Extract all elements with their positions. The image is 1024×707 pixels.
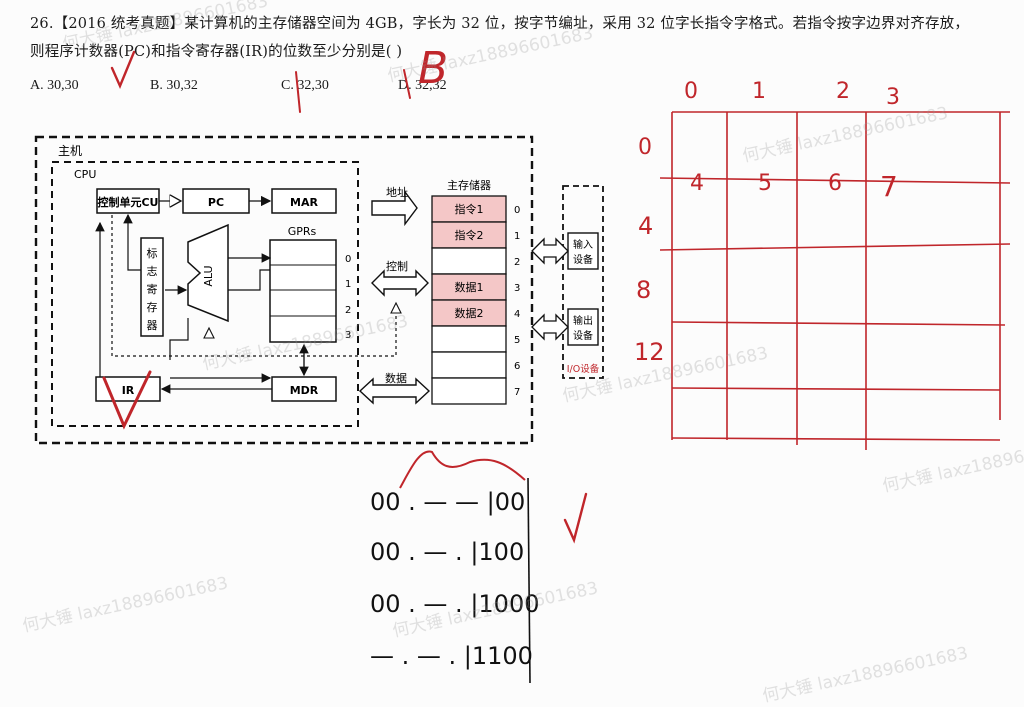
memory-cell-index: 3	[514, 283, 520, 294]
cpu-box	[51, 161, 359, 427]
grid-col-0: 0	[684, 79, 698, 104]
output-device-box	[567, 308, 599, 346]
memory-cell-index: 1	[514, 231, 520, 242]
gprs-box	[269, 239, 337, 343]
mar-label: MAR	[290, 196, 318, 209]
control-unit-box	[96, 188, 160, 214]
control-bus-arrow	[371, 269, 429, 297]
option-a[interactable]: A. 30,30	[30, 78, 79, 93]
input-link-arrow	[531, 237, 569, 265]
output-device-label-2: 设备	[573, 329, 593, 342]
data-bus-arrow	[358, 377, 431, 405]
output-device-label-1: 输出	[573, 314, 593, 327]
data-bus-label: 数据	[385, 371, 407, 385]
red-wavy-stroke	[399, 450, 526, 489]
gpr-index-0: 0	[345, 254, 351, 265]
option-b[interactable]: B. 30,32	[150, 78, 198, 93]
grid-row-4: 4	[638, 212, 653, 240]
memory-cell-index: 2	[514, 257, 520, 268]
memory-cell	[431, 325, 507, 353]
binary-row-3: 00 . — . |1000	[370, 590, 539, 618]
cpu-label: CPU	[74, 168, 96, 181]
flag-register-label-3: 寄	[147, 282, 158, 296]
flag-to-cu-arrow	[123, 213, 141, 271]
mar-box	[271, 188, 337, 214]
io-label: I/O设备	[567, 363, 600, 375]
pc-box	[182, 188, 250, 214]
flag-register-label-2: 志	[147, 265, 158, 278]
memory-cell-index: 5	[514, 335, 520, 346]
mdr-box	[271, 376, 337, 402]
input-device-box	[567, 232, 599, 270]
grid-row-0: 0	[638, 135, 652, 160]
memory-label: 主存储器	[447, 178, 491, 192]
question-line-1: 26.【2016 统考真题】某计算机的主存储器空间为 4GB，字长为 32 位，…	[30, 16, 970, 32]
alu-shape	[187, 223, 229, 323]
memory-cells: 指令1 0 指令2 1 2 数据1 3 数据2 4 5 6 7	[431, 195, 520, 405]
flag-register-label-1: 标	[147, 246, 158, 260]
red-check-ir	[102, 370, 152, 430]
host-box	[34, 135, 534, 445]
pc-label: PC	[208, 196, 224, 209]
mdr-label: MDR	[290, 384, 319, 397]
control-unit-label: 控制单元CU	[97, 195, 158, 209]
binary-row-4: — . — . |1100	[370, 642, 533, 670]
memory-cell-index: 0	[514, 205, 520, 216]
memory-cell	[431, 377, 507, 405]
memory-cell-index: 6	[514, 361, 520, 372]
option-d[interactable]: D. 32,32	[398, 78, 447, 93]
grid-inner-4: 4	[690, 171, 704, 196]
grid-inner-6: 6	[828, 171, 842, 196]
memory-cell	[431, 247, 507, 275]
memory-cell-label: 指令1	[455, 202, 484, 216]
alu-label: ALU	[202, 265, 215, 286]
grid-row-8: 8	[636, 276, 651, 304]
answer-letter: B	[418, 43, 448, 94]
grid-inner-7: 7	[880, 170, 898, 203]
input-device-label-2: 设备	[573, 253, 593, 266]
memory-cell-label: 数据2	[455, 306, 484, 320]
alu-control-triangle	[203, 326, 215, 339]
red-check-option-a	[110, 50, 136, 90]
gpr-index-2: 2	[345, 305, 351, 316]
handwritten-grid	[659, 111, 1011, 450]
flag-register-box	[140, 237, 164, 337]
ir-label: IR	[122, 384, 135, 397]
red-check-binary	[563, 492, 588, 544]
grid-col-2: 2	[836, 79, 850, 104]
flag-register-label-4: 存	[147, 300, 158, 314]
grid-row-12: 12	[634, 338, 665, 366]
control-bus-label: 控制	[386, 259, 408, 273]
option-c[interactable]: C. 32,30	[281, 78, 329, 93]
output-link-arrow	[531, 313, 569, 341]
gpr-index-1: 1	[345, 279, 351, 290]
memory-cell-label: 指令2	[455, 228, 484, 242]
input-device-label-1: 输入	[573, 238, 593, 251]
flag-register-label-5: 器	[147, 319, 158, 332]
gpr-index-3: 3	[345, 330, 351, 341]
gprs-label: GPRs	[288, 225, 317, 238]
grid-col-1: 1	[752, 79, 766, 104]
grid-col-3: 3	[886, 85, 900, 110]
address-bus-arrow	[371, 189, 418, 227]
question-line-2: 则程序计数器(PC)和指令寄存器(IR)的位数至少分别是( )	[30, 44, 403, 60]
diagram-canvas: 主机 CPU 控制单元CU PC MAR 标 志 寄 存 器 ALU GPRs …	[34, 43, 1011, 683]
io-box	[562, 185, 604, 379]
control-signal-line	[111, 215, 397, 357]
address-bus-label: 地址	[386, 185, 408, 199]
question-text: 26.【2016 统考真题】某计算机的主存储器空间为 4GB，字长为 32 位，…	[30, 10, 1020, 66]
memory-cell-label: 数据1	[455, 280, 484, 294]
binary-row-1: 00 . — — |00	[370, 488, 525, 516]
binary-divider	[527, 477, 531, 683]
binary-row-2: 00 . — . |100	[370, 538, 524, 566]
memory-cell-index: 4	[514, 309, 520, 320]
grid-inner-5: 5	[758, 171, 772, 196]
memory-cell-index: 7	[514, 387, 520, 398]
memory-cell	[431, 351, 507, 379]
host-label: 主机	[58, 144, 82, 158]
